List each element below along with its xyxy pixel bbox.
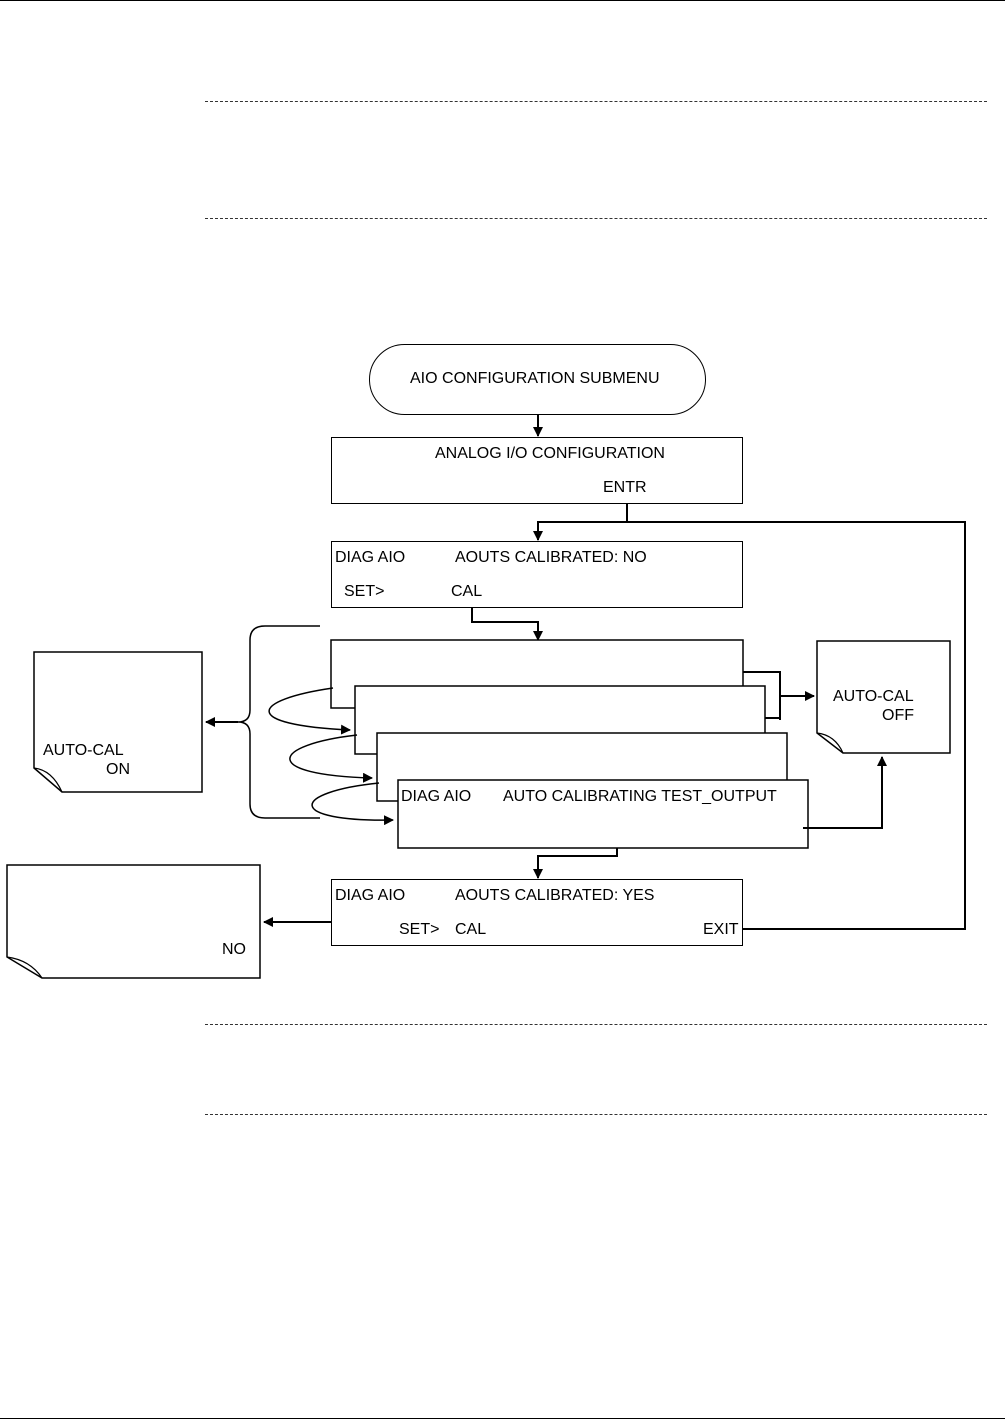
top-rule [0,0,1005,1]
calibrating-status: AUTO CALIBRATING TEST_OUTPUT [503,788,777,805]
loop-arrow-3 [311,782,394,826]
loop-arrow-1 [268,687,351,735]
note-divider-bottom-1 [205,1024,987,1025]
note-no-shape [6,864,261,979]
arrow-calibrating-to-done [533,848,618,879]
note-autocal-on-line2: ON [106,761,130,778]
analog-io-title: ANALOG I/O CONFIGURATION [435,445,665,462]
set-button[interactable]: SET> [399,921,440,938]
cal-done-mode: DIAG AIO [335,887,406,904]
cal-done-status: AOUTS CALIBRATED: YES [455,887,655,904]
exit-loop-connector [627,521,966,930]
cal-button[interactable]: CAL [455,921,487,938]
note-divider-bottom-2 [205,1114,987,1115]
calibrating-mode: DIAG AIO [401,788,472,805]
analog-io-screen [331,437,743,504]
set-button[interactable]: SET> [344,583,385,600]
note-no-text: NO [222,941,246,958]
cal-done-screen [331,879,743,946]
note-autocal-off-line2: OFF [882,707,914,724]
note-autocal-on-shape [33,651,203,793]
start-node-label: AIO CONFIGURATION SUBMENU [410,370,660,387]
start-node-oval [369,344,706,415]
exit-button[interactable]: EXIT [703,921,739,938]
cal-button[interactable]: CAL [451,583,483,600]
brace [237,625,320,819]
arrow-calibrating-to-off [803,756,887,829]
cal-not-done-mode: DIAG AIO [335,549,406,566]
note-autocal-on-line1: AUTO-CAL [43,742,124,759]
note-autocal-off-shape [816,640,951,754]
note-divider-top-2 [205,218,987,219]
loop-arrow-2 [289,734,373,783]
arrow-cal-to-calibrating [471,608,543,641]
right-connector-1 [743,671,781,720]
cal-not-done-screen [331,541,743,608]
cal-not-done-status: AOUTS CALIBRATED: NO [455,549,647,566]
note-autocal-off-line1: AUTO-CAL [833,688,914,705]
arrow-entr-to-diag [533,504,628,541]
note-divider-top-1 [205,101,987,102]
bottom-rule [0,1418,1005,1419]
entr-button[interactable]: ENTR [603,479,647,496]
calibrating-stack-layer-4 [397,779,809,849]
